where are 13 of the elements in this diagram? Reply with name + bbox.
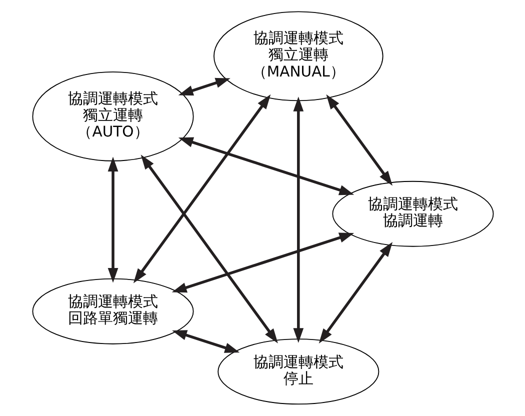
arrow bbox=[107, 156, 118, 283]
arrow bbox=[172, 330, 240, 353]
arrow bbox=[140, 154, 278, 344]
node-ellipse: 協調運轉模式 停止 bbox=[217, 338, 379, 405]
node-ellipse: 協調運轉模式 回路單獨運轉 bbox=[32, 278, 194, 344]
node-ellipse: 協調運轉模式 協調運轉 bbox=[332, 180, 494, 247]
arrow bbox=[178, 137, 354, 196]
arrow bbox=[178, 78, 230, 96]
arrow bbox=[326, 94, 392, 186]
arrow bbox=[132, 94, 270, 284]
arrow bbox=[171, 232, 354, 293]
arrow bbox=[318, 242, 392, 344]
arrow bbox=[292, 96, 304, 343]
